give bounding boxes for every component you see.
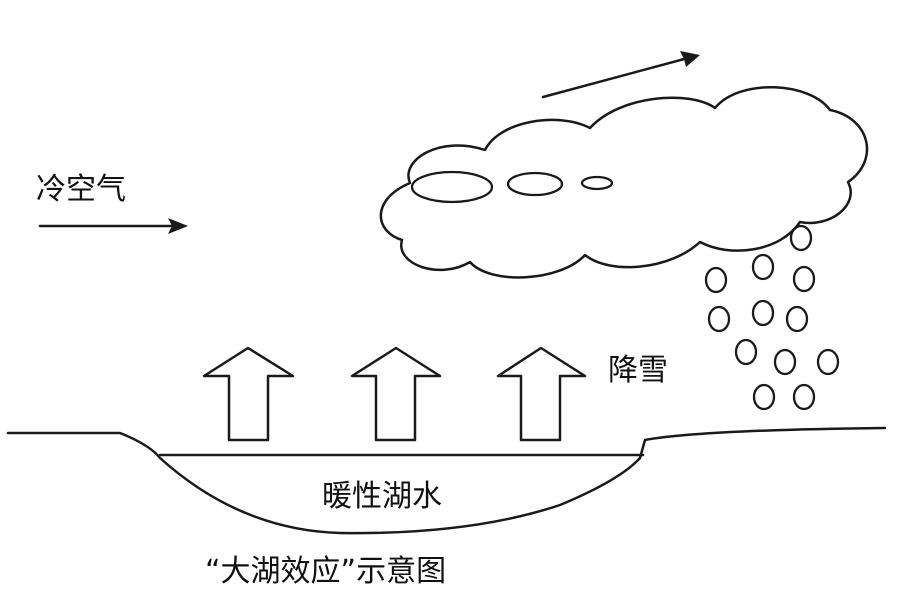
snowflake-icon <box>753 255 773 279</box>
snowflake-icon <box>794 385 814 409</box>
cloud-icon <box>381 87 867 277</box>
snowflake-icon <box>706 268 726 292</box>
warm-lake-water-label: 暖性湖水 <box>322 482 442 512</box>
snowflake-icon <box>753 301 773 325</box>
diagram-caption: “大湖效应”示意图 <box>205 557 446 587</box>
snowflake-icon <box>794 267 814 291</box>
snowflake-icon <box>736 340 756 364</box>
cold-air-label: 冷空气 <box>36 175 126 205</box>
snowflake-icon <box>775 350 795 374</box>
snowflake-icon <box>709 307 729 331</box>
cold-air-arrow-icon <box>40 218 188 234</box>
rising-arrow-1-icon <box>204 348 293 440</box>
snowflake-icon <box>818 350 838 374</box>
rising-arrow-3-icon <box>498 348 585 440</box>
snowflake-icon <box>754 385 774 409</box>
wind-arrow-icon <box>543 51 700 97</box>
snowfall-label: 降雪 <box>608 356 668 386</box>
ground-line <box>8 428 885 533</box>
snowflake-icon <box>791 226 811 250</box>
rising-arrow-2-icon <box>352 348 440 440</box>
snowflake-icon <box>787 307 807 331</box>
snowflakes-group <box>706 226 838 409</box>
